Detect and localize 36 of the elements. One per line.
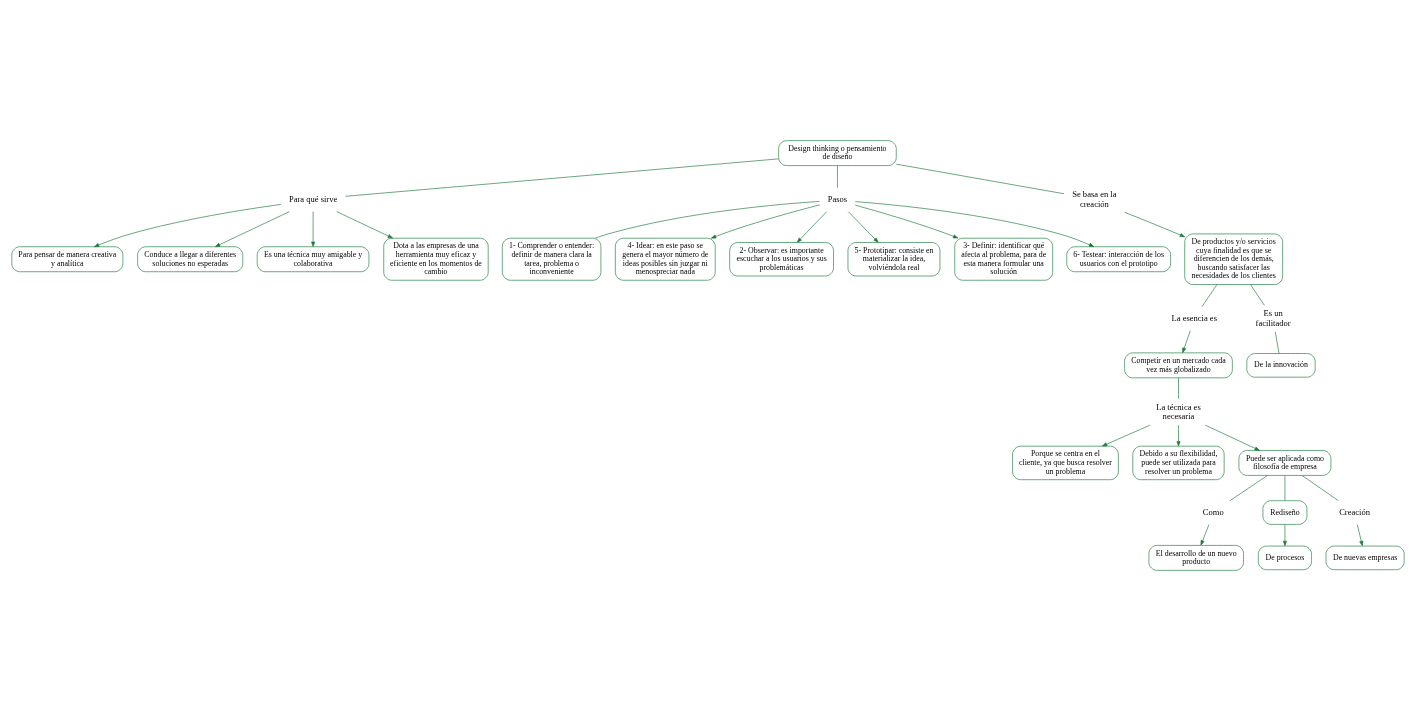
connector xyxy=(1284,475,1286,501)
arrow xyxy=(710,204,821,239)
arrow xyxy=(93,204,282,248)
connector xyxy=(837,165,838,189)
arrow xyxy=(214,211,290,248)
arrow xyxy=(1200,524,1210,546)
connector xyxy=(594,201,820,239)
node-text: Es un facilitador xyxy=(1255,308,1291,328)
node-text: Creación xyxy=(1339,506,1370,517)
connector xyxy=(345,158,779,197)
connector xyxy=(1250,284,1265,306)
arrow xyxy=(855,201,1095,247)
arrow xyxy=(1283,524,1287,547)
arrow xyxy=(336,211,393,239)
arrow xyxy=(1205,424,1260,451)
arrow xyxy=(1182,330,1191,353)
connector xyxy=(1229,475,1268,501)
node-text: Se basa en la creación xyxy=(1072,189,1117,209)
arrow xyxy=(848,211,879,243)
arrow xyxy=(1102,424,1151,447)
node-text: La técnica es necesaria xyxy=(1156,401,1201,421)
node-text: La esencia es xyxy=(1171,312,1217,323)
arrow xyxy=(1124,211,1185,238)
node-text: Para qué sirve xyxy=(288,194,338,204)
connector xyxy=(1301,475,1339,501)
arrow xyxy=(311,211,315,247)
arrow xyxy=(855,204,959,239)
connector xyxy=(1274,331,1280,354)
arrow xyxy=(796,211,827,243)
node-text: Como xyxy=(1202,506,1224,517)
connector xyxy=(896,163,1065,195)
arrow xyxy=(1356,524,1364,547)
connector xyxy=(1201,284,1218,307)
node-text: Pasos xyxy=(827,194,848,204)
arrow xyxy=(1176,424,1181,447)
connector xyxy=(1178,377,1179,400)
